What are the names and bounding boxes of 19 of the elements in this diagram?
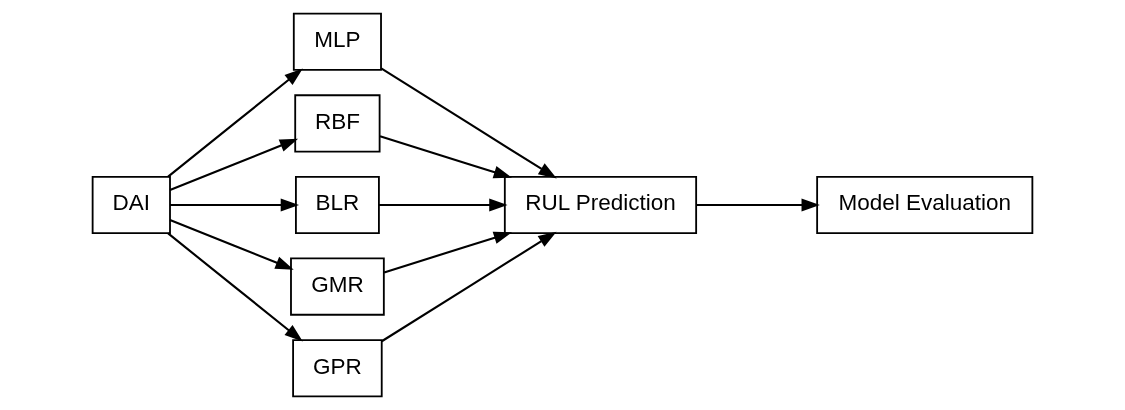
node-box: Model Evaluation (816, 175, 1034, 235)
node-box: MLP (292, 12, 382, 71)
arrow (380, 67, 557, 179)
node-box: RBF (294, 94, 381, 153)
node-box: RUL Prediction (503, 175, 698, 235)
node-box: DAI (91, 175, 171, 235)
arrow (170, 198, 300, 212)
node-box: GMR (290, 257, 385, 316)
arrow (383, 231, 513, 274)
arrow (167, 232, 303, 342)
node-box: GPR (292, 339, 383, 398)
arrow (379, 135, 513, 179)
arrow (381, 231, 557, 343)
arrow (696, 198, 820, 212)
arrow (378, 198, 508, 212)
node-box: BLR (295, 175, 380, 235)
arrow (169, 138, 299, 191)
arrow (169, 219, 294, 270)
arrow (167, 68, 303, 178)
